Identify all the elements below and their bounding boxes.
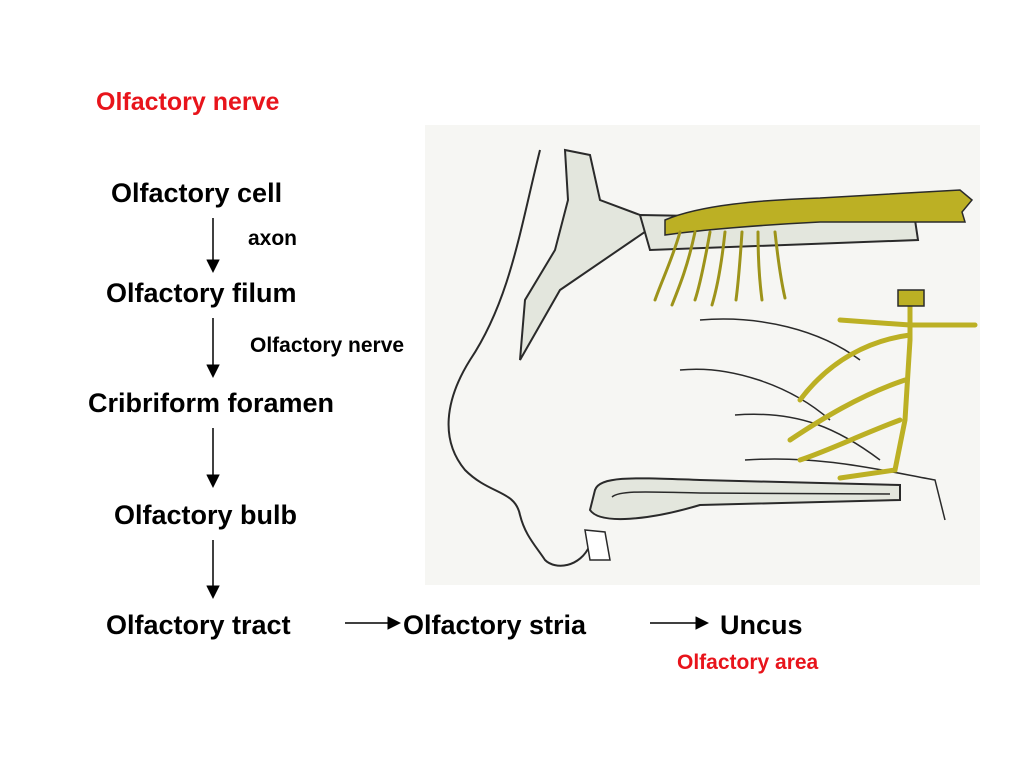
palate-inner-line bbox=[611, 491, 891, 498]
nerve-branches bbox=[787, 297, 978, 481]
label-olfactory-stria: Olfactory stria bbox=[403, 610, 587, 640]
nasal-bone bbox=[519, 148, 657, 361]
label-olfactory-cell: Olfactory cell bbox=[111, 178, 283, 208]
ganglion-node bbox=[897, 289, 925, 307]
label-axon: axon bbox=[248, 227, 298, 250]
label-uncus: Uncus bbox=[720, 610, 803, 640]
olfactory-bulb-tract bbox=[664, 189, 974, 236]
nasal-concha-middle bbox=[679, 368, 831, 421]
incisor-tooth bbox=[584, 529, 611, 561]
label-olfactory-bulb: Olfactory bulb bbox=[114, 500, 298, 530]
nasal-cavity-floor bbox=[744, 458, 946, 521]
label-olfactory-area: Olfactory area bbox=[677, 651, 819, 674]
label-olfactory-nerve: Olfactory nerve bbox=[250, 334, 405, 357]
nasal-concha-upper bbox=[699, 318, 861, 361]
label-olfactory-filum: Olfactory filum bbox=[106, 278, 297, 308]
label-cribriform-foramen: Cribriform foramen bbox=[88, 388, 335, 418]
label-olfactory-tract: Olfactory tract bbox=[106, 610, 291, 640]
palate-bone bbox=[588, 477, 901, 520]
page-title: Olfactory nerve bbox=[96, 88, 280, 116]
olfactory-filaments bbox=[653, 230, 787, 307]
face-profile-outline bbox=[447, 149, 591, 567]
